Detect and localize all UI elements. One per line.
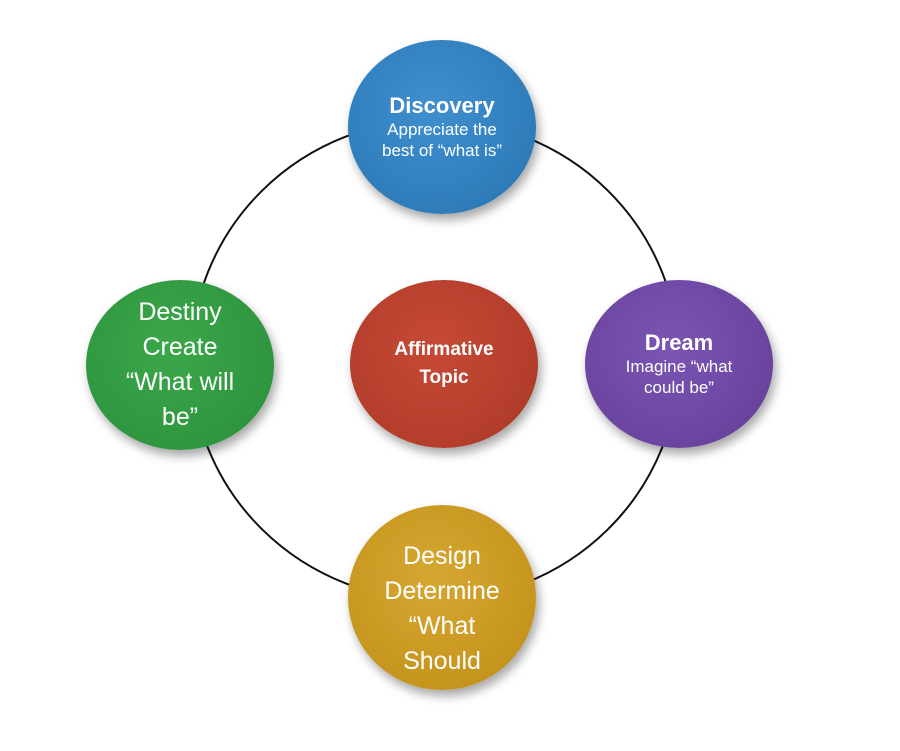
discovery-subtitle: Appreciate the best of “what is” xyxy=(382,120,502,160)
dream-title: Dream xyxy=(644,330,714,355)
discovery-node: Discovery Appreciate the best of “what i… xyxy=(348,40,536,214)
dream-subtitle: Imagine “what could be” xyxy=(625,357,733,397)
dream-node: Dream Imagine “what could be” xyxy=(585,280,773,448)
destiny-node: Destiny Create “What will be” xyxy=(86,280,274,450)
destiny-text: Destiny Create “What will be” xyxy=(125,298,235,431)
discovery-title: Discovery xyxy=(389,93,495,118)
design-node: Design Determine “What Should xyxy=(348,505,536,690)
design-text: Design Determine “What Should xyxy=(384,541,500,675)
affirmative-topic-text: Affirmative Topic xyxy=(394,339,494,388)
affirmative-topic-node: Affirmative Topic xyxy=(350,280,538,448)
